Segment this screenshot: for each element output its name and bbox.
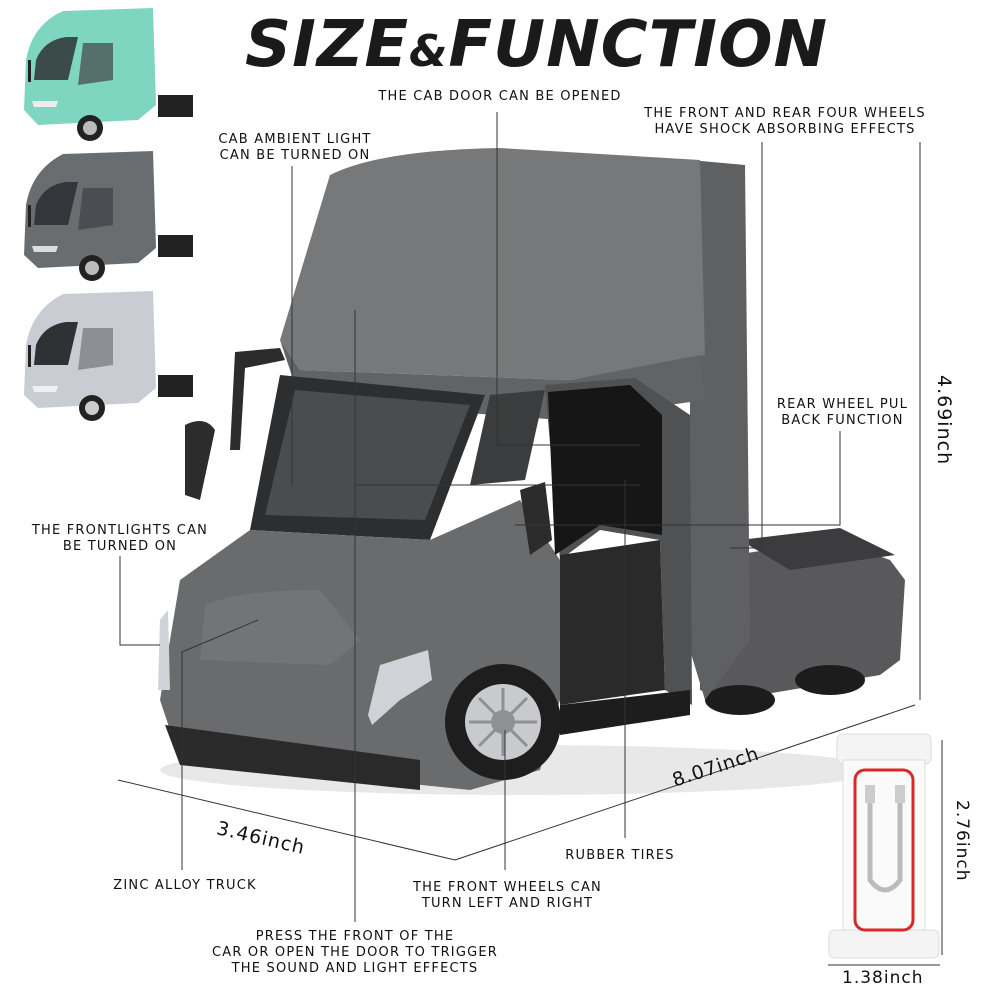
callout-zinc-alloy: ZINC ALLOY TRUCK [105,878,265,894]
callout-ambient-line2: CAN BE TURNED ON [219,148,371,163]
leader-cab-door [496,112,640,446]
callout-press-line3: THE SOUND AND LIGHT EFFECTS [231,961,479,976]
leader-four-wheels [730,142,763,549]
truck-image [158,148,905,795]
dimension-box-height-label: 2.76inch [952,800,972,882]
callout-ambient-light: CAB AMBIENT LIGHT CAN BE TURNED ON [195,132,395,164]
leader-frontlights [119,556,160,646]
dimension-height-label: 4.69inch [933,375,955,466]
title-function: FUNCTION [448,8,829,82]
page-title: SIZE&FUNCTION [245,8,885,88]
callout-frontlights-line1: THE FRONTLIGHTS CAN [31,523,209,538]
callout-frontlights-line2: BE TURNED ON [62,539,178,554]
variant-thumbnail-silver [24,291,193,421]
callout-pullback: REAR WHEEL PUL BACK FUNCTION [760,397,925,429]
dimension-box-width-label: 1.38inch [842,968,924,988]
dimension-width-line [117,779,456,861]
callout-four-wheels-line1: THE FRONT AND REAR FOUR WHEELS [644,106,926,121]
title-size: SIZE [245,8,410,82]
leader-zinc-alloy [181,619,259,870]
callout-front-wheels-line1: THE FRONT WHEELS CAN [413,880,602,895]
leader-pullback [515,431,841,526]
callout-rubber-tires-text: RUBBER TIRES [565,848,675,863]
display-stand-image [828,733,940,959]
callout-four-wheels-line2: HAVE SHOCK ABSORBING EFFECTS [654,122,916,137]
variant-thumbnail-gray [24,151,193,281]
callout-four-wheels: THE FRONT AND REAR FOUR WHEELS HAVE SHOC… [625,106,945,138]
callout-cab-door-text: THE CAB DOOR CAN BE OPENED [378,89,622,104]
variant-thumbnail-mint [24,8,193,141]
dimension-length-line [454,704,916,861]
callout-zinc-alloy-text: ZINC ALLOY TRUCK [113,878,257,893]
callout-frontlights: THE FRONTLIGHTS CAN BE TURNED ON [15,523,225,555]
callout-pullback-line1: REAR WHEEL PUL [776,397,909,412]
callout-press-line1: PRESS THE FRONT OF THE [255,929,455,944]
callout-press-front: PRESS THE FRONT OF THE CAR OR OPEN THE D… [195,929,515,977]
title-ampersand: & [409,26,449,77]
callout-press-line2: CAR OR OPEN THE DOOR TO TRIGGER [211,945,499,960]
callout-pullback-line2: BACK FUNCTION [781,413,904,428]
callout-cab-door: THE CAB DOOR CAN BE OPENED [330,89,670,105]
callout-front-wheels: THE FRONT WHEELS CAN TURN LEFT AND RIGHT [395,880,620,912]
callout-front-wheels-line2: TURN LEFT AND RIGHT [421,896,594,911]
callout-rubber-tires: RUBBER TIRES [545,848,695,864]
callout-ambient-line1: CAB AMBIENT LIGHT [218,132,372,147]
